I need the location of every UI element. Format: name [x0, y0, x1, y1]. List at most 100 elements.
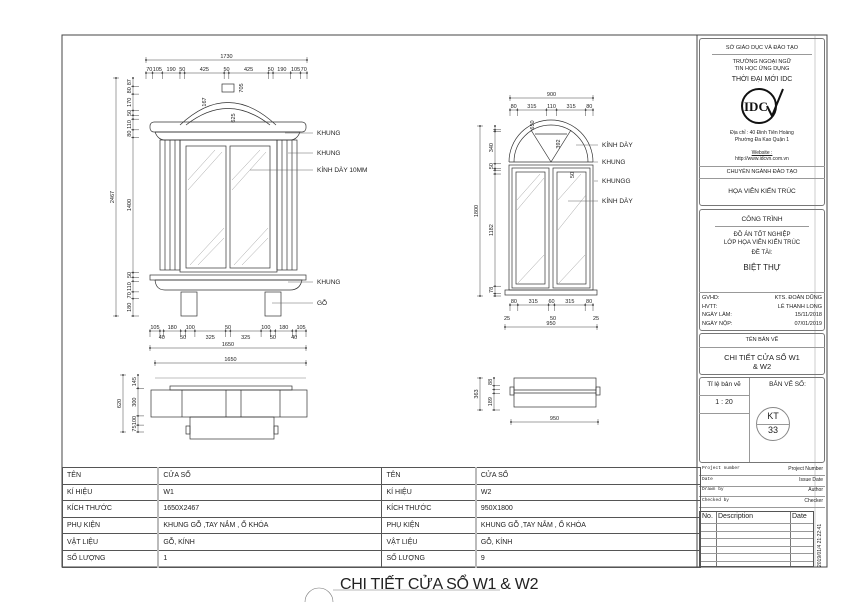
dimension-label: 625 — [231, 113, 237, 122]
dimension-label: 50 — [127, 272, 133, 278]
meta-label: Project number — [702, 466, 740, 471]
revision-header: Date — [792, 513, 807, 520]
dimension-label: 1800 — [474, 205, 480, 217]
spec-value: W1 — [157, 483, 383, 502]
material-label: KÍNH DÀY — [602, 140, 633, 149]
meta-value: Author — [808, 487, 823, 493]
material-label: KHUNG — [317, 130, 340, 137]
scale-label: Tỉ lệ bản vẽ — [707, 381, 741, 388]
dimension-label: 50 — [180, 335, 186, 341]
revision-header: No. — [702, 513, 713, 520]
project-line2: LỚP HỌA VIÊN KIẾN TRÚC — [723, 240, 801, 246]
dimension-label: 300 — [132, 398, 138, 407]
website-label: Website : — [751, 150, 773, 156]
scale-value: 1 : 20 — [715, 399, 733, 406]
dimension-label: 620 — [117, 399, 123, 408]
dimension-label: 190 — [277, 67, 286, 73]
dimension-label: 50 — [225, 325, 231, 331]
dimension-label: 340 — [489, 143, 495, 152]
window-w1-elevation — [149, 83, 307, 317]
dimension-label: 80 — [586, 299, 592, 305]
timestamp: 2019/01/4 21:22:41 — [817, 523, 823, 567]
dimension-label: 315 — [565, 299, 574, 305]
dimension-label: 189 — [488, 397, 494, 406]
dimension-label: 315 — [527, 104, 536, 110]
dimension-label: 50 — [570, 172, 576, 178]
dimension-label: 650 — [530, 120, 536, 129]
school-box — [699, 38, 825, 206]
dimension-label: 1650 — [222, 342, 234, 348]
dimension-label: 167 — [202, 97, 208, 106]
dimension-label: 180 — [279, 325, 288, 331]
sheet-title: CHI TIẾT CỬA SỔ W1 & W2 — [340, 576, 539, 593]
title-bubble — [304, 587, 500, 602]
spec-value: 950X1800 — [474, 500, 701, 518]
dimension-label: 80 — [127, 87, 133, 93]
project-box — [699, 209, 825, 331]
dimension-label: 190 — [167, 67, 176, 73]
website-link[interactable]: http://www.idcvn.com.vn — [735, 156, 789, 162]
spec-value: W2 — [474, 483, 701, 502]
dimension-label: 325 — [241, 335, 250, 341]
info-label: GVHD: — [702, 295, 720, 301]
idc-logo: IDC — [741, 88, 784, 124]
school-name: THỜI ĐẠI MỚI IDC — [731, 76, 793, 83]
dimension-label: 950 — [550, 416, 559, 422]
dimension-label: 100 — [132, 416, 138, 425]
dimension-label: 88 — [488, 379, 494, 385]
address-line1: Địa chỉ : 40 Đinh Tiên Hoàng — [730, 130, 794, 136]
dimension-label: 363 — [474, 389, 480, 398]
school-line2: TIN HỌC ỨNG DỤNG — [734, 66, 790, 72]
topic-label: ĐỀ TÀI: — [751, 250, 773, 256]
dimension-label: 180 — [127, 303, 133, 312]
dimension-label: 1400 — [127, 199, 133, 211]
specialty: HỌA VIÊN KIẾN TRÚC — [728, 188, 796, 195]
dimension-tick — [493, 377, 495, 379]
dimension-label: 70 — [146, 67, 152, 73]
spec-label: SỐ LƯỢNG — [381, 549, 477, 568]
drawing-name-label: TÊN BẢN VẼ — [745, 337, 779, 343]
window-w2-elevation — [504, 119, 598, 296]
dimension-label: 50 — [268, 67, 274, 73]
info-value: LÊ THANH LONG — [777, 303, 822, 310]
spec-value: KHUNG GỖ ,TAY NẮM , Ổ KHÓA — [474, 516, 701, 535]
dimension-tick — [132, 77, 134, 79]
spec-label: KÍCH THƯỚC — [381, 500, 477, 518]
dimension-label: 170 — [127, 98, 133, 107]
material-label: GỖ — [317, 298, 327, 307]
dimension-label: 80 — [127, 131, 133, 137]
dimension-label: 315 — [567, 104, 576, 110]
dimension-label: 325 — [206, 335, 215, 341]
dimension-label: 950 — [546, 321, 555, 327]
dimension-label: 40 — [159, 335, 165, 341]
info-value: 15/11/2018 — [794, 312, 822, 318]
specialty-label: CHUYÊN NGÀNH ĐÀO TẠO — [726, 169, 798, 175]
department: SỞ GIÁO DỤC VÀ ĐÀO TẠO — [725, 45, 799, 51]
project-label: CÔNG TRÌNH — [741, 216, 783, 223]
window-w2-plan — [509, 377, 601, 408]
material-label: KÍNH DÀY — [602, 196, 633, 205]
dimension-label: 180 — [168, 325, 177, 331]
dimension-label: 78 — [489, 287, 495, 293]
material-label: KHUNG — [317, 279, 340, 286]
dimension-label: 50 — [270, 335, 276, 341]
sheet-no-label: BẢN VẼ SỐ: — [769, 381, 806, 388]
material-label: KHUNGG — [602, 178, 631, 185]
spec-value: KHUNG GỖ ,TAY NẮM , Ổ KHÓA — [157, 516, 383, 535]
dimension-label: 425 — [200, 67, 209, 73]
spec-label: PHỤ KIỆN — [62, 516, 159, 535]
svg-text:IDC: IDC — [744, 99, 768, 114]
spec-label: KÍCH THƯỚC — [62, 500, 159, 518]
dimension-label: 110 — [547, 104, 556, 110]
dimension-label: 80 — [511, 299, 517, 305]
dimension-label: 50 — [550, 316, 556, 322]
spec-value: GỖ, KÍNH — [157, 533, 383, 551]
dimension-label: 87 — [127, 79, 133, 85]
spec-label: KÍ HIỆU — [62, 483, 159, 502]
project-line1: ĐỒ ÁN TỐT NGHIỆP — [733, 232, 791, 238]
dimension-label: 105 — [153, 67, 162, 73]
spec-label: KÍ HIỆU — [381, 483, 477, 502]
